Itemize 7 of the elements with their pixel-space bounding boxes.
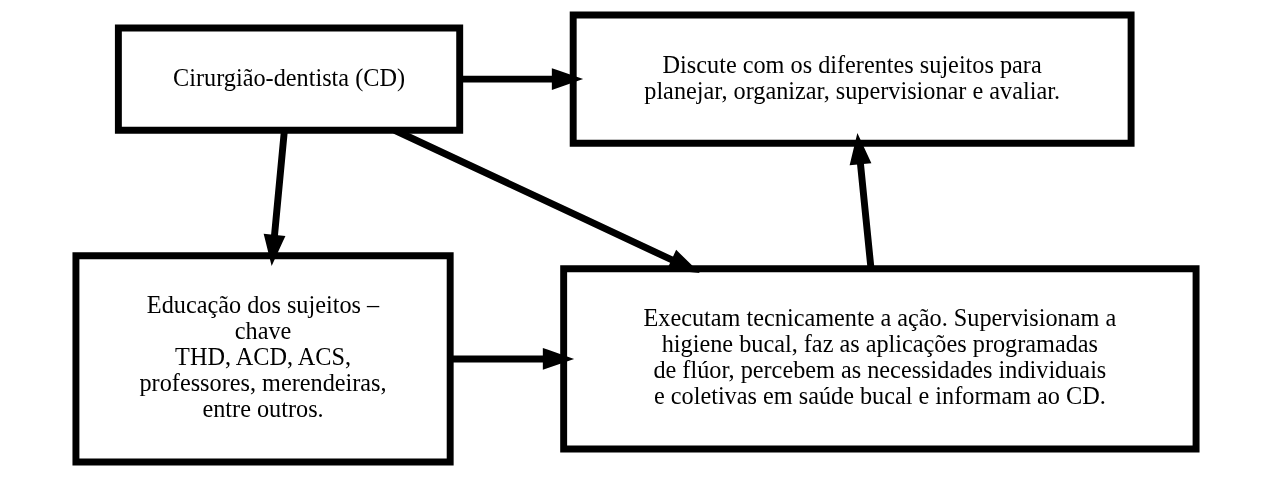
- node-box: Executam tecnicamente a ação. Supervisionam a higiene bucal, faz as aplicações programadas de flúor, percebem as necessidades individuais e coletivas em saúde bucal e informam ao CD.: [559, 265, 1200, 453]
- node-box: Discute com os diferentes sujeitos para planejar, organizar, supervisionar e avaliar.: [569, 11, 1135, 147]
- node-box: Educação dos sujeitos – chave THD, ACD, ACS, professores, merendeiras, entre outros.: [71, 252, 454, 466]
- arrow: [849, 133, 874, 269]
- node-box: Cirurgião-dentista (CD): [114, 24, 463, 134]
- arrow: [392, 127, 700, 273]
- arrow: [459, 68, 583, 91]
